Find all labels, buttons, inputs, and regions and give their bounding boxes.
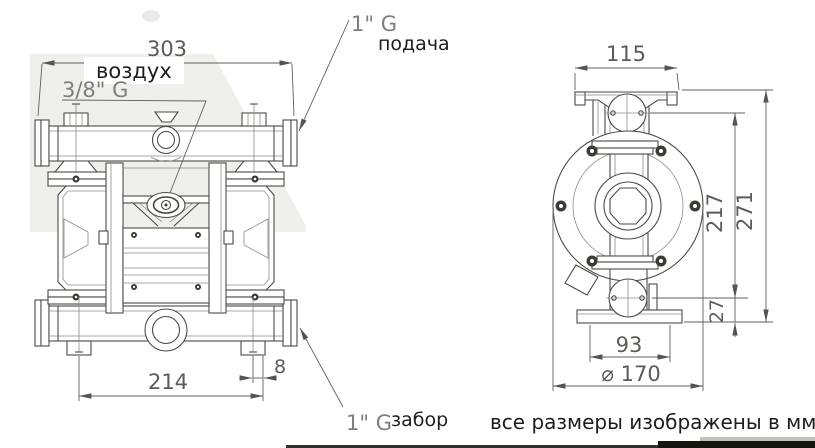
dim-text-271: 271 bbox=[733, 191, 757, 231]
muffler bbox=[564, 264, 599, 296]
label-suction: забор bbox=[391, 409, 448, 431]
note-all-dimensions-mm: все размеры изображены в мм bbox=[490, 410, 815, 434]
front-view-dimensions: 303 воздух 3/8" G 1" G подача 1" G забор… bbox=[37, 12, 450, 435]
dim-text-diameter-170: ⌀ 170 bbox=[601, 362, 660, 386]
dim-text-214: 214 bbox=[148, 370, 188, 394]
dim-text-8: 8 bbox=[274, 356, 286, 378]
side-view-dimensions: 115 217 271 27 93 bbox=[552, 42, 773, 391]
left-bottom-connector bbox=[47, 289, 108, 305]
carrying-handle bbox=[150, 111, 182, 162]
dim-feet-spacing-214: 214 bbox=[78, 356, 264, 401]
discharge-callout: 1" G подача bbox=[298, 12, 450, 132]
label-air: воздух bbox=[96, 59, 172, 83]
dim-foot-width-93: 93 bbox=[589, 325, 671, 362]
bottom-clamp bbox=[586, 255, 667, 270]
label-discharge-thread: 1" G bbox=[351, 12, 397, 36]
pump-side-view bbox=[552, 91, 704, 324]
dim-overall-height-271: 271 bbox=[682, 89, 773, 323]
dim-port-center-height-217: 217 bbox=[650, 112, 748, 299]
label-discharge: подача bbox=[378, 33, 450, 55]
dim-text-115: 115 bbox=[606, 42, 646, 66]
dim-text-217: 217 bbox=[703, 193, 727, 233]
air-port-callout: 3/8" G bbox=[61, 78, 207, 194]
dim-flange-diameter-170: ⌀ 170 bbox=[552, 212, 704, 391]
left-top-connector bbox=[47, 103, 108, 187]
dim-text-27: 27 bbox=[706, 299, 728, 323]
label-air-thread: 3/8" G bbox=[62, 78, 128, 102]
bottom-port bbox=[144, 308, 188, 352]
mounting-feet bbox=[66, 297, 266, 356]
dim-foot-offset-8: 8 bbox=[239, 356, 286, 383]
top-port bbox=[604, 92, 650, 136]
pump-front-view bbox=[34, 103, 298, 356]
center-section bbox=[98, 162, 234, 314]
label-suction-thread: 1" G bbox=[346, 411, 392, 435]
stud-plate bbox=[648, 283, 658, 311]
scan-smudge bbox=[142, 10, 160, 22]
left-chamber bbox=[57, 185, 108, 291]
right-top-connector bbox=[224, 103, 285, 187]
body-circle bbox=[552, 130, 704, 282]
scan-edge bbox=[286, 437, 815, 448]
top-clamp bbox=[586, 140, 667, 157]
dim-text-93: 93 bbox=[616, 333, 643, 357]
air-inlet-valve bbox=[146, 191, 186, 219]
suction-callout: 1" G забор bbox=[299, 327, 448, 435]
dim-foot-to-port-27: 27 bbox=[706, 283, 738, 337]
bottom-suction-port bbox=[606, 278, 650, 318]
right-bottom-connector bbox=[224, 289, 285, 305]
label-background bbox=[84, 57, 184, 84]
dim-flange-width-115: 115 bbox=[574, 42, 680, 91]
